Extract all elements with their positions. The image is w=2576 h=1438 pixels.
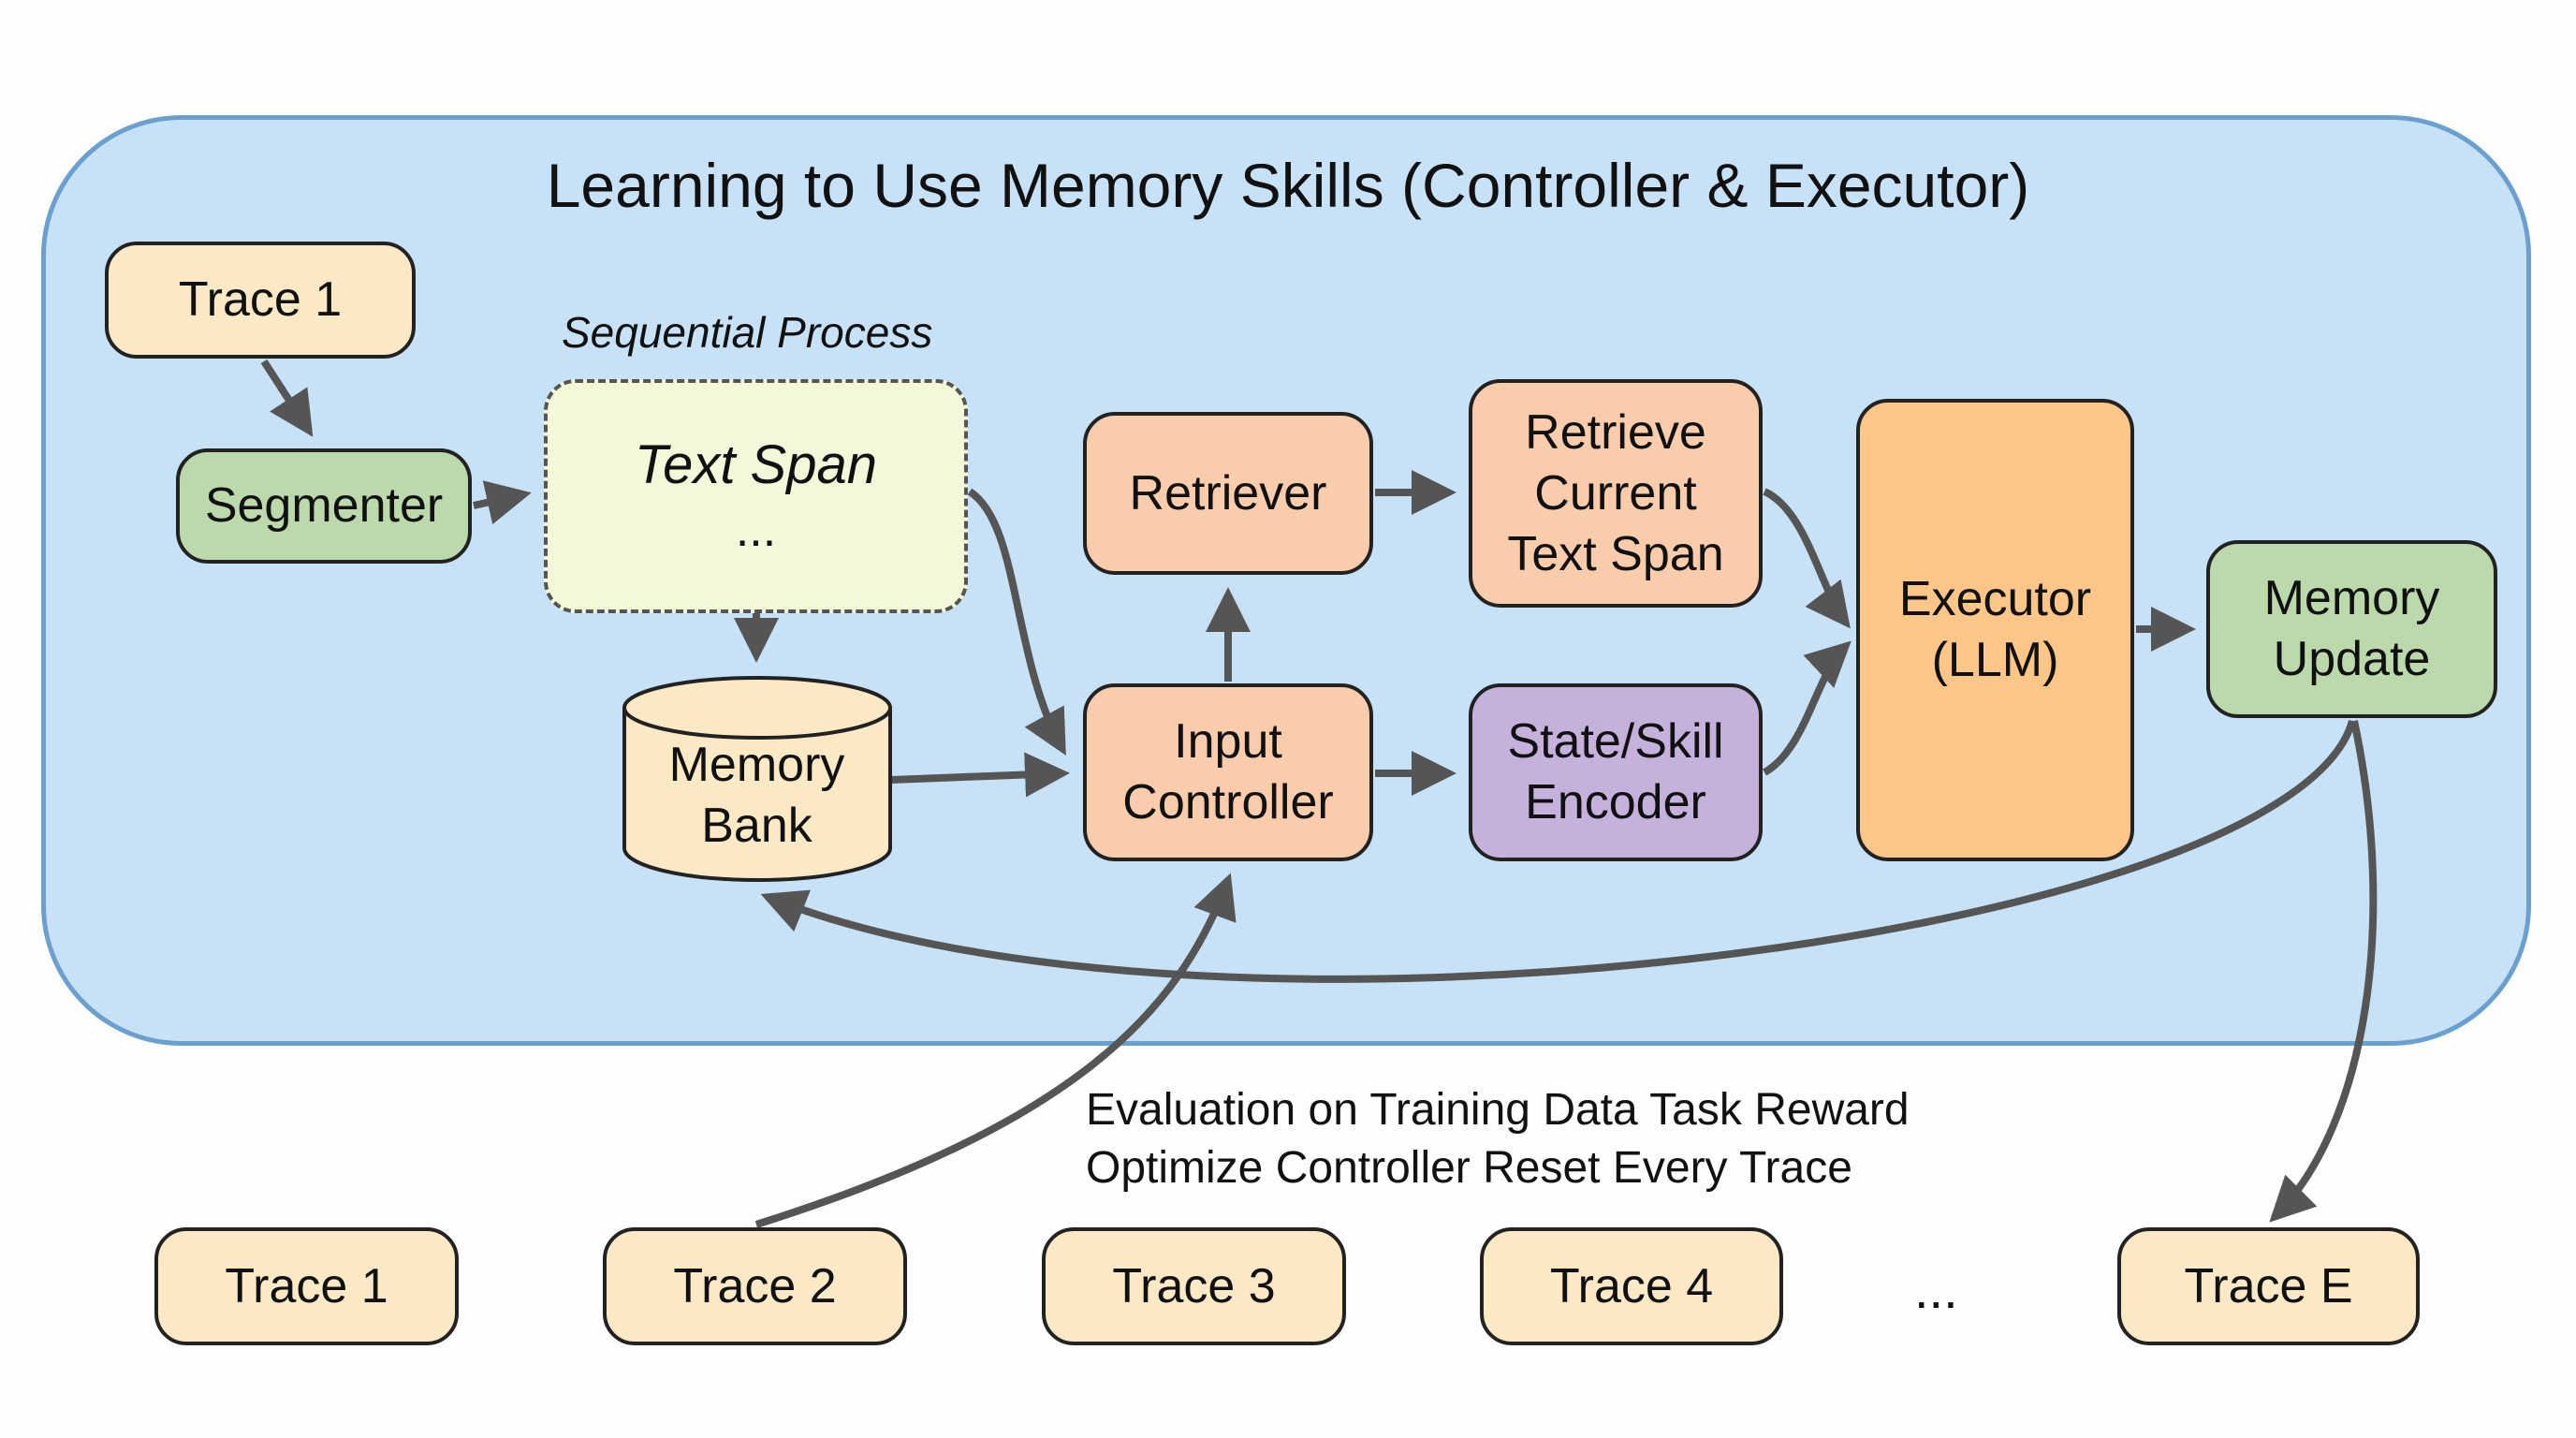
trace-label: Trace 1 [225, 1258, 388, 1313]
trace-node-3: Trace 3 [1042, 1227, 1346, 1345]
retrieve-current-text-span-node: Retrieve Current Text Span [1469, 379, 1763, 608]
text-span-node: Text Span ... [544, 379, 968, 613]
retrieve-current-label-2: Current [1534, 465, 1697, 521]
memory-bank-node: Memory Bank [624, 735, 889, 857]
input-controller-label-1: Input [1174, 714, 1282, 769]
text-span-label: Text Span [634, 434, 878, 496]
note-line-1: Evaluation on Training Data Task Reward [1086, 1085, 1910, 1135]
retrieve-current-label-3: Text Span [1507, 526, 1724, 581]
diagram-title: Learning to Use Memory Skills (Controlle… [546, 151, 2030, 220]
trace-label: Trace 4 [1549, 1258, 1714, 1313]
executor-label-2: (LLM) [1931, 633, 2059, 687]
arrow-memupdate-to-traceE [2269, 720, 2378, 1223]
trace-ellipsis: ... [1914, 1260, 1958, 1319]
trace-1-input-node: Trace 1 [105, 242, 416, 359]
memory-update-label-2: Update [2273, 632, 2431, 686]
executor-llm-node: Executor (LLM) [1856, 399, 2134, 861]
trace-label: Trace 3 [1112, 1258, 1276, 1313]
retriever-label: Retriever [1129, 465, 1327, 521]
arrow-membank-to-controller [890, 752, 1070, 798]
state-skill-label-2: Encoder [1525, 775, 1706, 829]
segmenter-node: Segmenter [176, 448, 472, 564]
trace-1-label: Trace 1 [178, 272, 343, 327]
trace-label: Trace 2 [673, 1258, 837, 1313]
memory-bank-label-1: Memory [668, 738, 845, 792]
memory-update-label-1: Memory [2263, 571, 2440, 625]
arrow-memupdate-to-membank [760, 719, 2356, 983]
arrow-retrievecurrent-to-executor [1763, 488, 1851, 629]
executor-label-1: Executor [1898, 572, 2092, 626]
arrow-trace-to-segmenter [260, 359, 314, 437]
arrow-textspan-to-controller [967, 488, 1066, 756]
state-skill-encoder-node: State/Skill Encoder [1469, 683, 1763, 861]
state-skill-label-1: State/Skill [1507, 714, 1724, 769]
trace-node-e: Trace E [2117, 1227, 2420, 1345]
memory-bank-label-2: Bank [701, 799, 812, 853]
segmenter-label: Segmenter [204, 478, 444, 533]
arrow-stateskill-to-executor [1762, 640, 1852, 776]
trace-node-2: Trace 2 [603, 1227, 907, 1345]
note-line-2: Optimize Controller Reset Every Trace [1086, 1143, 1852, 1193]
input-controller-label-2: Controller [1122, 775, 1334, 829]
trace-label: Trace E [2184, 1258, 2353, 1313]
retrieve-current-label-1: Retrieve [1525, 404, 1706, 460]
arrow-segmenter-to-textspan [473, 480, 532, 525]
trace-node-1: Trace 1 [154, 1227, 459, 1345]
memory-update-node: Memory Update [2206, 540, 2497, 718]
memory-bank-cylinder-icon [622, 676, 892, 882]
input-controller-node: Input Controller [1083, 683, 1373, 861]
sequential-process-label: Sequential Process [562, 308, 933, 357]
retriever-node: Retriever [1083, 412, 1373, 575]
text-span-ellipsis: ... [735, 502, 777, 557]
trace-node-4: Trace 4 [1480, 1227, 1783, 1345]
arrow-trace2-to-controller [754, 873, 1237, 1228]
